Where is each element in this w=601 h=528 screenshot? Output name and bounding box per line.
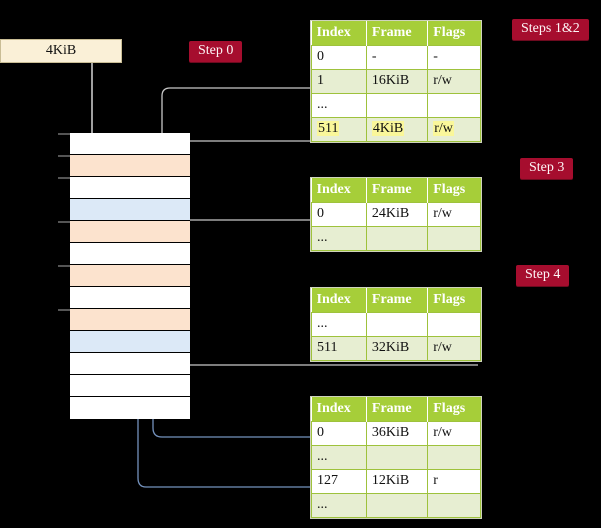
table-cell-index: 0 <box>311 421 367 446</box>
table-cell-frame: - <box>365 45 429 70</box>
memory-frame-11 <box>70 375 190 397</box>
table-header-index: Index <box>311 288 367 313</box>
table-row: ... <box>311 312 481 337</box>
highlighted-value: 511 <box>317 121 340 136</box>
table-cell-index: 1 <box>311 69 367 94</box>
table-header-frame: Frame <box>366 21 429 46</box>
table-cell-flags: r/w <box>427 202 481 227</box>
memory-frame-2 <box>70 177 190 199</box>
table-cell-frame: 16KiB <box>365 69 429 94</box>
table-cell-flags: r/w <box>427 421 481 446</box>
memory-frame-5 <box>70 243 190 265</box>
memory-frame-7 <box>70 287 190 309</box>
table-row: ... <box>311 93 481 118</box>
memory-frame-1 <box>70 155 190 177</box>
table-cell-flags: r/w <box>427 69 481 94</box>
table-cell-frame <box>365 226 429 251</box>
memory-frame-tick-6 <box>58 265 70 267</box>
table-cell-frame <box>365 493 429 518</box>
table-header-frame: Frame <box>366 397 429 422</box>
link-table4-row511-to-memory <box>151 140 478 168</box>
table-row: ... <box>311 493 481 518</box>
virtual-page-4kib: 4KiB <box>0 39 122 63</box>
table-header-flags: Flags <box>427 397 481 422</box>
memory-frame-8 <box>70 309 190 331</box>
memory-frame-tick-2 <box>58 177 70 179</box>
table-header-index: Index <box>311 21 367 46</box>
memory-frame-4 <box>70 221 190 243</box>
memory-frame-12 <box>70 397 190 419</box>
table-cell-flags <box>427 312 481 337</box>
table-cell-frame <box>365 445 429 470</box>
table-row: ... <box>311 226 481 251</box>
table-header-index: Index <box>311 397 367 422</box>
table-cell-frame: 12KiB <box>365 469 429 494</box>
memory-frame-tick-8 <box>58 309 70 311</box>
table-cell-index: ... <box>311 312 367 337</box>
table-header-index: Index <box>311 178 367 203</box>
virtual-page-label: 4KiB <box>45 43 77 58</box>
table-cell-flags: r <box>427 469 481 494</box>
memory-frame-6 <box>70 265 190 287</box>
table-cell-frame <box>365 93 429 118</box>
table-cell-frame <box>365 312 429 337</box>
table-row: 0-- <box>311 45 481 70</box>
table-cell-index: ... <box>311 445 367 470</box>
table-cell-index: 0 <box>311 45 367 70</box>
table-cell-index: ... <box>311 93 367 118</box>
table-cell-frame: 36KiB <box>365 421 429 446</box>
table-cell-frame: 32KiB <box>365 336 429 361</box>
table-row: 511 4KiB r/w <box>311 117 481 142</box>
table-cell-index: 511 <box>311 336 367 361</box>
table-cell-index: 127 <box>311 469 367 494</box>
table-header-frame: Frame <box>366 178 429 203</box>
memory-frame-9 <box>70 331 190 353</box>
table-cell-flags <box>427 226 481 251</box>
memory-frame-tick-4 <box>58 221 70 223</box>
table-header-frame: Frame <box>366 288 429 313</box>
table-cell-index: 511 <box>311 117 367 142</box>
memory-frame-tick-1 <box>58 155 70 157</box>
memory-frame-3 <box>70 199 190 221</box>
table-cell-index: ... <box>311 493 367 518</box>
memory-frame-0 <box>70 133 190 155</box>
table-cell-flags: r/w <box>427 117 481 142</box>
table-row: ... <box>311 445 481 470</box>
table-cell-flags <box>427 445 481 470</box>
table-cell-flags <box>427 93 481 118</box>
table-cell-flags <box>427 493 481 518</box>
badge-step-3: Step 3 <box>520 158 574 179</box>
table-cell-flags: - <box>427 45 481 70</box>
table-cell-frame: 24KiB <box>365 202 429 227</box>
memory-frame-tick-0 <box>58 133 70 135</box>
table-cell-index: ... <box>311 226 367 251</box>
table-cell-index: 0 <box>311 202 367 227</box>
table-header-flags: Flags <box>427 288 481 313</box>
table-cell-flags: r/w <box>427 336 481 361</box>
table-cell-frame: 4KiB <box>365 117 429 142</box>
memory-frame-10 <box>70 353 190 375</box>
highlighted-value: 4KiB <box>371 121 405 136</box>
table-header-flags: Flags <box>427 21 481 46</box>
badge-step-4: Step 4 <box>516 265 570 286</box>
highlighted-value: r/w <box>433 121 454 136</box>
table-header-flags: Flags <box>427 178 481 203</box>
badge-steps-1-2: Steps 1&2 <box>512 19 589 40</box>
badge-step-0: Step 0 <box>189 41 243 62</box>
